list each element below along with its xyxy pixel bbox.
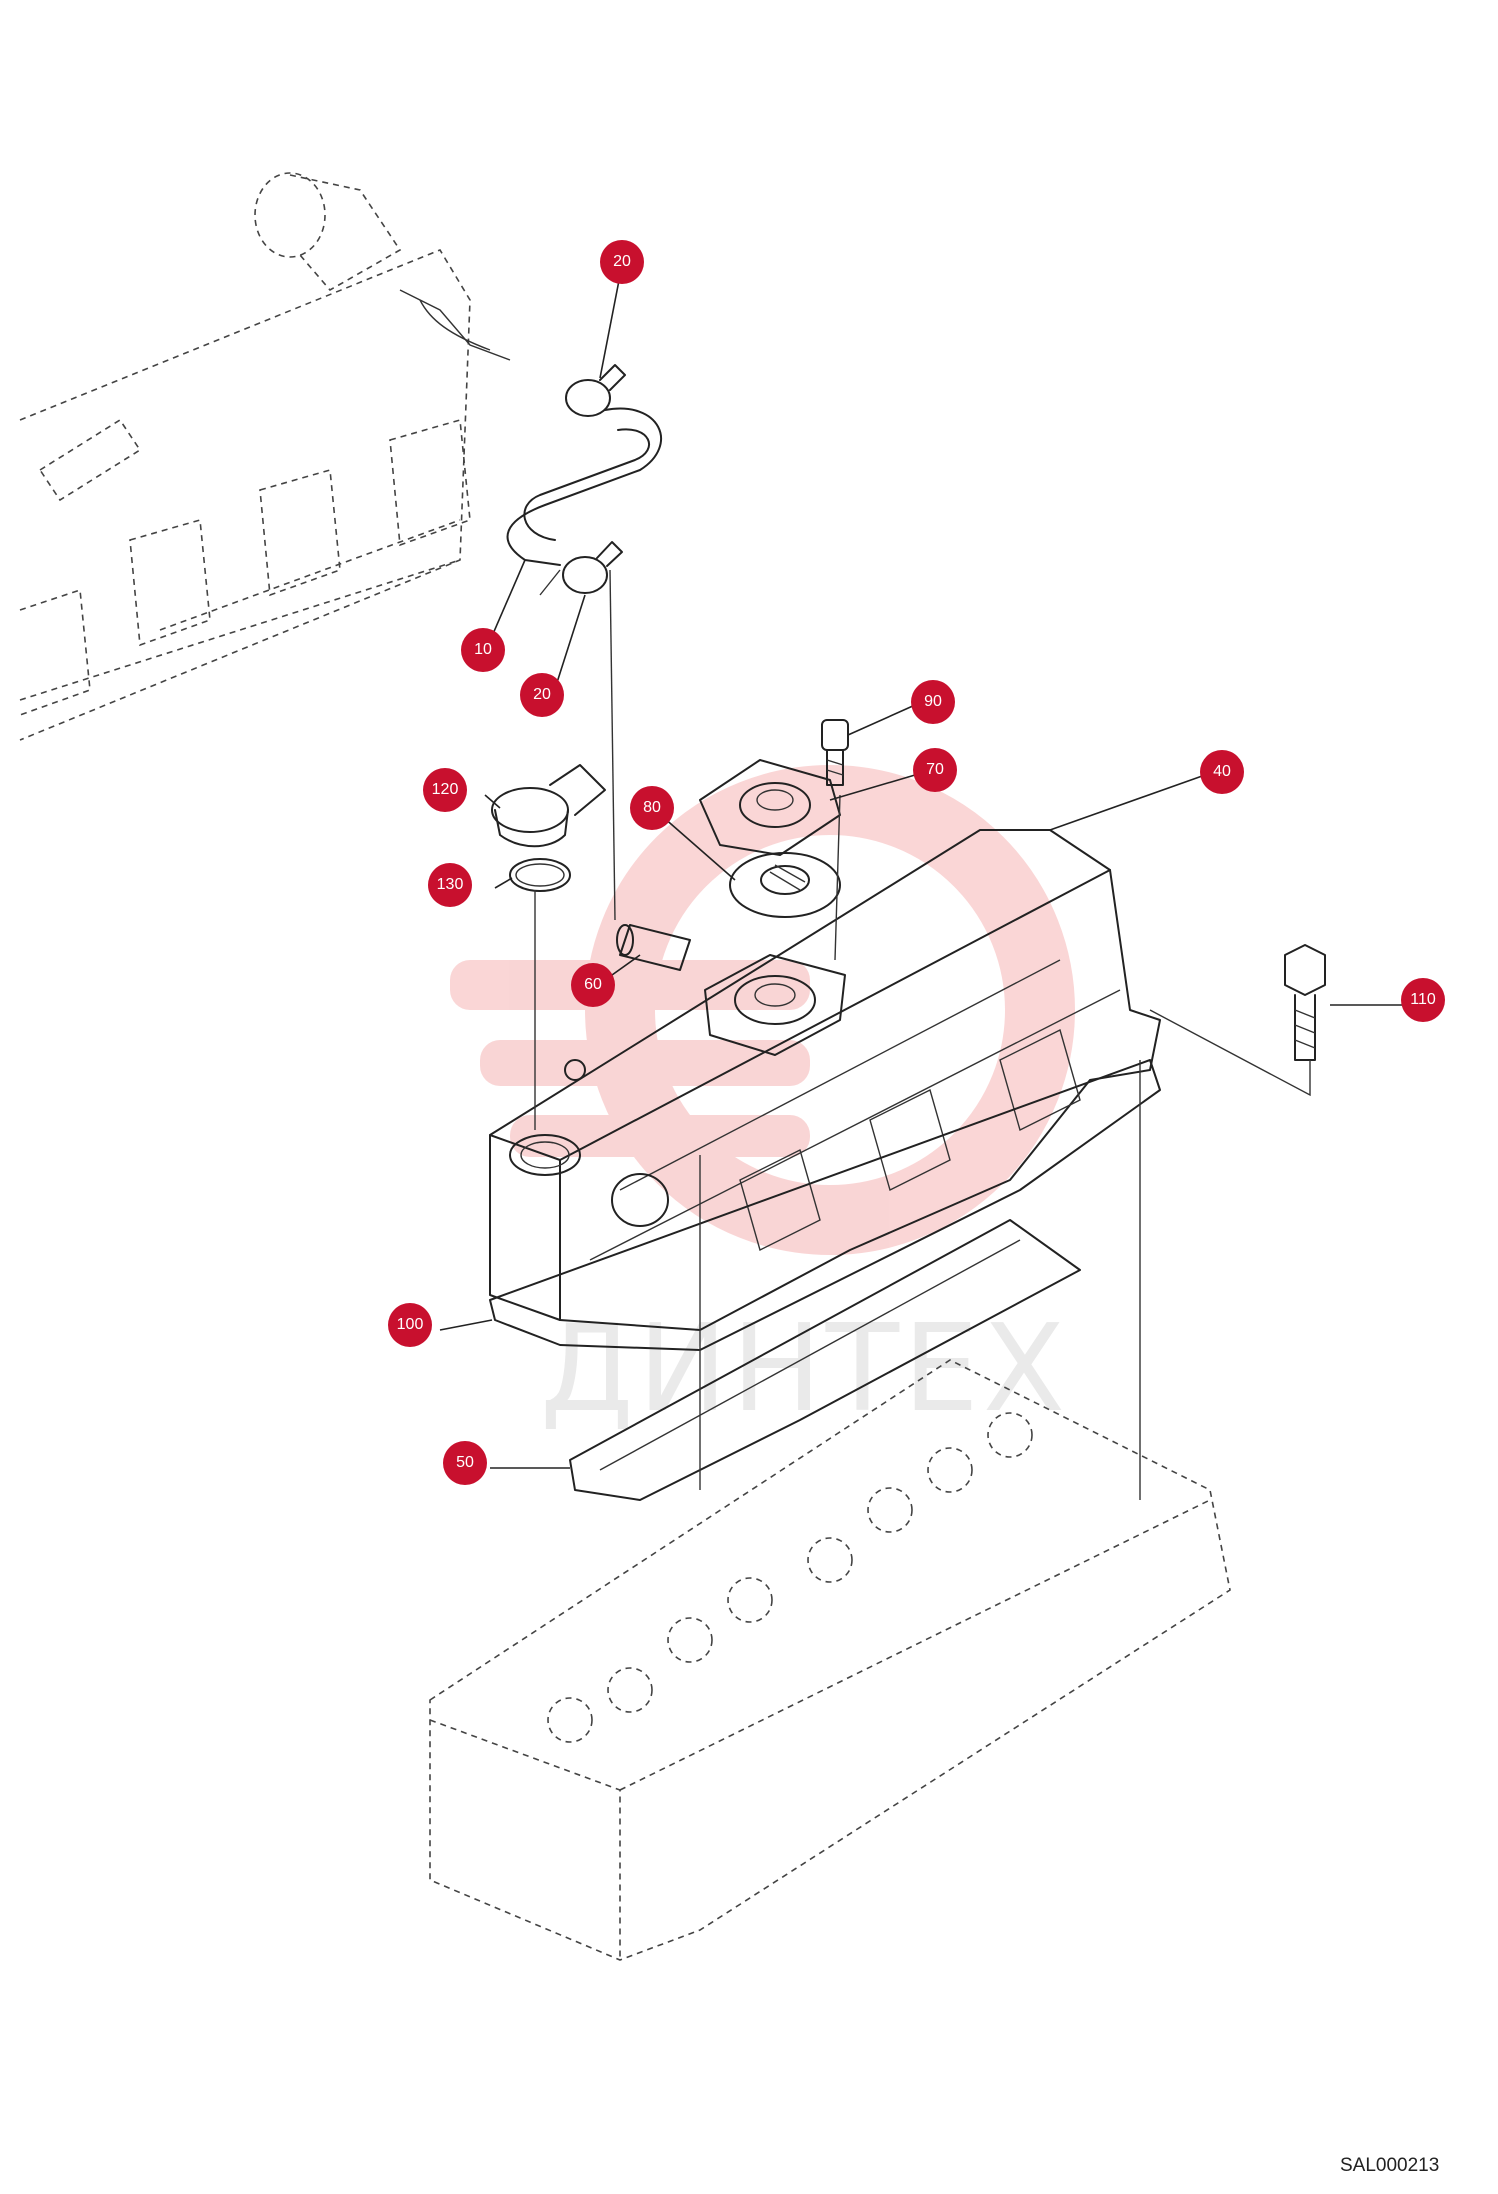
drawing-code: SAL000213 xyxy=(1340,2155,1440,2176)
callout-120[interactable]: 120 xyxy=(423,768,467,812)
oil-filler-cap xyxy=(491,764,606,848)
hose-clamp-upper xyxy=(565,364,626,417)
bolt-90 xyxy=(821,719,849,786)
callout-80[interactable]: 80 xyxy=(630,786,674,830)
callout-90[interactable]: 90 xyxy=(911,680,955,724)
callout-110[interactable]: 110 xyxy=(1401,978,1445,1022)
breather-hose xyxy=(506,407,662,596)
pipe-60 xyxy=(616,924,691,971)
gasket-50 xyxy=(569,1219,1081,1501)
cover-plate-70 xyxy=(699,759,841,856)
watermark-text: ДИНТЕХ xyxy=(540,1300,1070,1439)
rocker-cover xyxy=(489,829,1161,1331)
cylinder-head xyxy=(429,1359,1231,1961)
gasket-100 xyxy=(489,1059,1161,1351)
intake-manifold xyxy=(19,172,511,741)
o-ring xyxy=(509,858,571,892)
callout-50[interactable]: 50 xyxy=(443,1441,487,1485)
callout-70[interactable]: 70 xyxy=(913,748,957,792)
callout-130[interactable]: 130 xyxy=(428,863,472,907)
valve-80 xyxy=(729,852,841,918)
breather-base xyxy=(704,954,846,1056)
callout-10[interactable]: 10 xyxy=(461,628,505,672)
callout-40[interactable]: 40 xyxy=(1200,750,1244,794)
hose-clamp-lower xyxy=(562,541,623,594)
callout-100[interactable]: 100 xyxy=(388,1303,432,1347)
callout-60[interactable]: 60 xyxy=(571,963,615,1007)
callout-20-top[interactable]: 20 xyxy=(600,240,644,284)
bolt-110 xyxy=(1284,944,1326,1061)
callout-20-bottom[interactable]: 20 xyxy=(520,673,564,717)
